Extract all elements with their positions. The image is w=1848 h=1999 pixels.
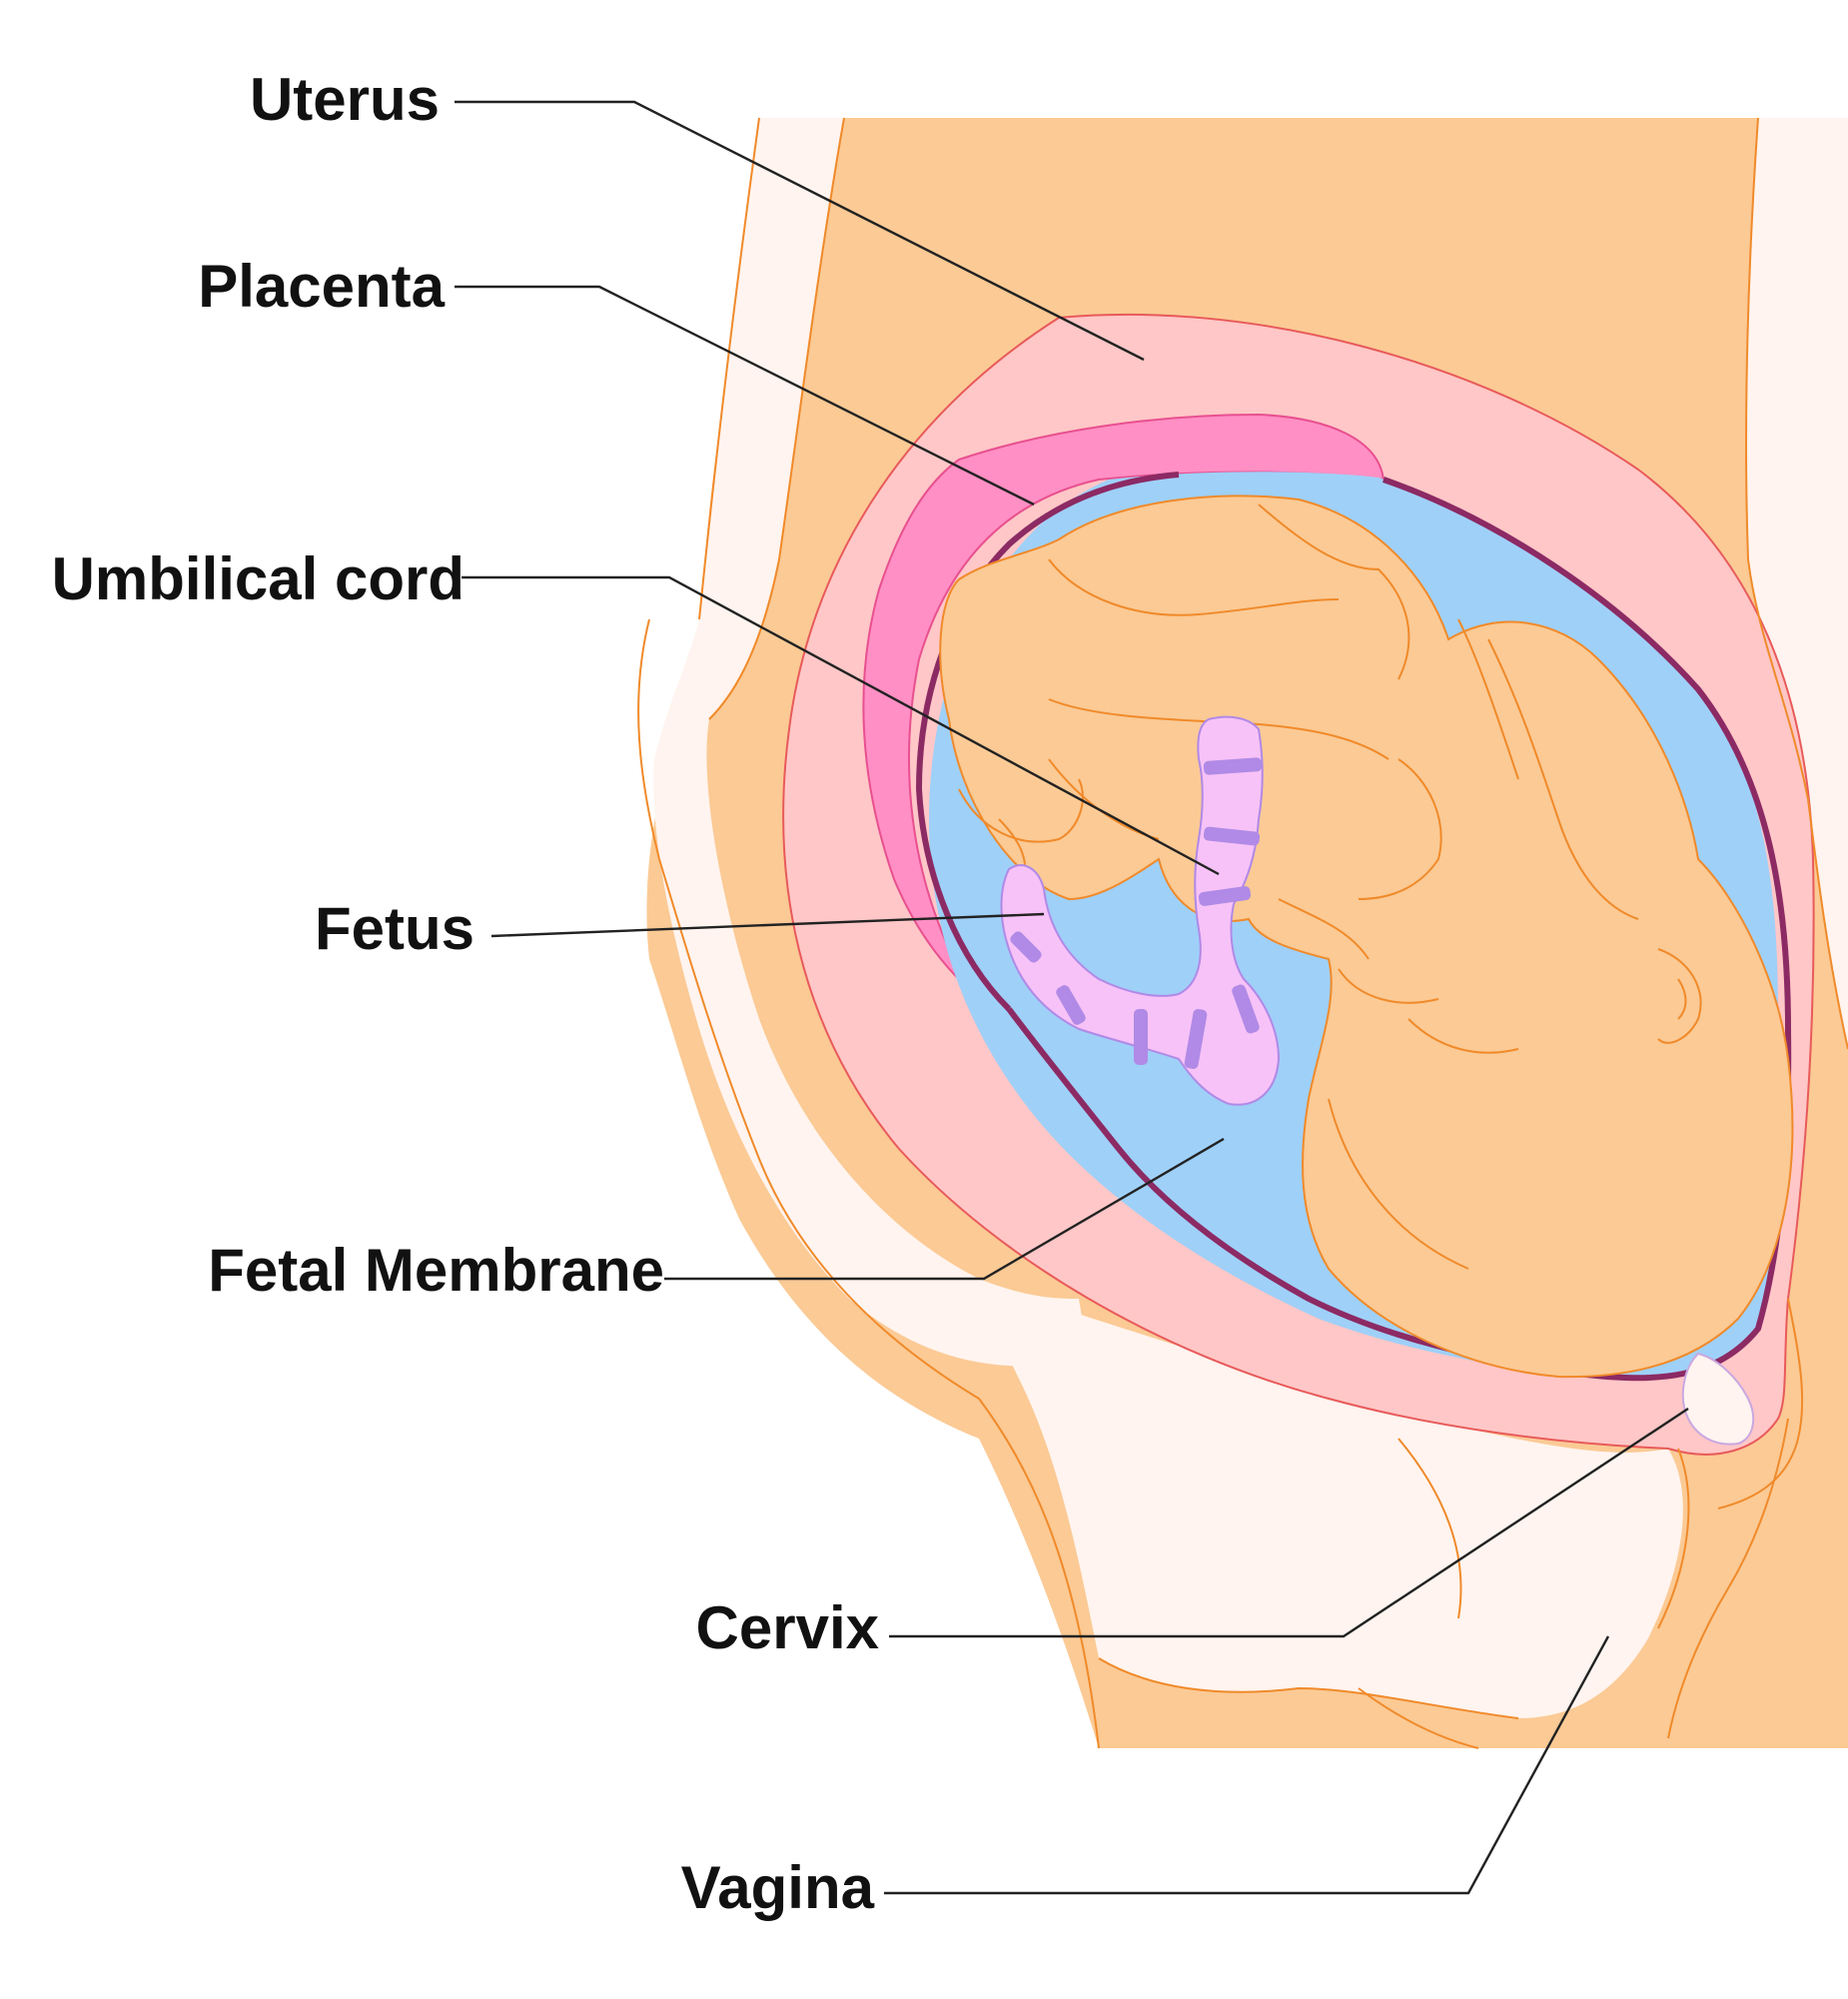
body-outlines (637, 117, 1848, 1749)
label-umbilical-cord: Umbilical cord (52, 545, 464, 612)
uterus-leader (455, 100, 1145, 362)
fetal-membrane (915, 472, 1792, 1382)
vaginal-canal (1667, 1418, 1789, 1739)
back-region (1746, 118, 1848, 1049)
cervix (1682, 1354, 1754, 1445)
label-vagina: Vagina (681, 1854, 875, 1921)
cervix-outline (1681, 1352, 1755, 1446)
label-cervix: Cervix (696, 1594, 879, 1661)
leader-lines (455, 100, 1689, 1895)
cervix-leader (889, 1407, 1689, 1638)
label-placenta: Placenta (198, 253, 445, 320)
label-fetal-membrane: Fetal Membrane (208, 1237, 664, 1304)
fetus-leader (490, 912, 1045, 938)
umbilical-cord-leader (462, 575, 1220, 876)
pelvic-region (997, 1289, 1683, 1718)
umbilical-cord-bands (1010, 757, 1263, 1069)
abdominal-wall (653, 118, 1089, 1367)
label-uterus: Uterus (250, 66, 440, 133)
vagina-leader (884, 1635, 1610, 1895)
label-fetus: Fetus (315, 895, 474, 962)
fetal-membrane-leader (664, 1137, 1225, 1281)
fetus (939, 495, 1794, 1379)
placenta-leader (455, 285, 1035, 506)
